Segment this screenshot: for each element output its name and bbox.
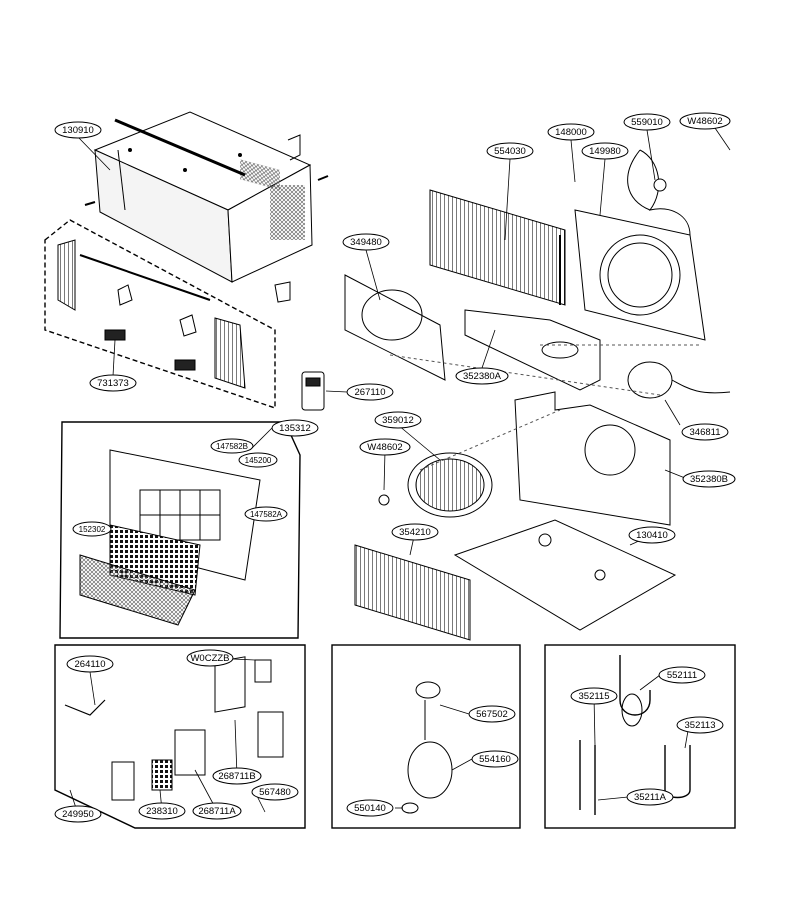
filter-section — [59, 421, 301, 639]
svg-text:238310: 238310 — [146, 806, 178, 817]
callout-147582b: 147582B — [210, 438, 254, 454]
svg-text:249950: 249950 — [62, 809, 94, 820]
callout-359012: 359012 — [374, 411, 422, 429]
callout-268711a: 268711A — [192, 802, 242, 820]
callout-35211a: 35211A — [626, 788, 674, 806]
callout-352380a: 352380A — [455, 367, 509, 385]
callout-149980: 149980 — [581, 142, 629, 160]
electrical-section — [54, 644, 306, 829]
svg-text:268711B: 268711B — [218, 771, 255, 782]
svg-text:550140: 550140 — [354, 803, 386, 814]
cabinet-part — [84, 111, 329, 303]
svg-text:147582B: 147582B — [216, 442, 248, 451]
callout-731373: 731373 — [89, 374, 137, 392]
drain-pan — [464, 309, 601, 391]
svg-text:554160: 554160 — [479, 754, 511, 765]
svg-text:352113: 352113 — [685, 720, 716, 731]
evaporator-coil — [429, 189, 566, 306]
assembly-lines — [389, 344, 700, 471]
remote-control — [301, 371, 325, 411]
callout-152302: 152302 — [72, 521, 112, 537]
svg-text:145200: 145200 — [245, 456, 272, 465]
svg-text:W0CZZB: W0CZZB — [190, 653, 229, 664]
svg-text:264110: 264110 — [75, 659, 106, 670]
svg-text:731373: 731373 — [97, 378, 129, 389]
callout-148000: 148000 — [547, 123, 595, 141]
callout-552111: 552111 — [658, 666, 706, 684]
callout-264110: 264110 — [66, 655, 114, 673]
svg-text:147582A: 147582A — [250, 510, 283, 519]
callout-130410: 130410 — [628, 526, 676, 544]
callout-147582a: 147582A — [244, 506, 288, 522]
callout-w48602-mid: W48602 — [359, 438, 411, 456]
callout-550140: 550140 — [346, 799, 394, 817]
condenser-coil — [354, 544, 471, 641]
callout-267110: 267110 — [346, 383, 394, 401]
svg-text:267110: 267110 — [355, 387, 386, 398]
callout-352115: 352115 — [570, 687, 618, 705]
callout-249950: 249950 — [54, 805, 102, 823]
blower-wheel — [378, 452, 493, 518]
callout-554160: 554160 — [471, 750, 519, 768]
callout-352380b: 352380B — [682, 470, 736, 488]
callout-567480: 567480 — [251, 783, 299, 801]
callout-w0czzb: W0CZZB — [186, 649, 234, 667]
callout-352113: 352113 — [676, 716, 724, 734]
svg-text:268711A: 268711A — [198, 806, 236, 817]
base-plate — [453, 519, 677, 631]
svg-text:354210: 354210 — [399, 527, 431, 538]
svg-text:559010: 559010 — [631, 117, 663, 128]
svg-text:152302: 152302 — [79, 525, 106, 534]
fan-shroud — [574, 149, 706, 341]
callout-238310: 238310 — [138, 802, 186, 820]
callout-w48602-top: W48602 — [679, 112, 731, 130]
svg-text:567502: 567502 — [476, 709, 508, 720]
fan-motor — [627, 361, 731, 399]
callout-559010: 559010 — [623, 113, 671, 131]
callout-349480: 349480 — [342, 233, 390, 251]
svg-text:349480: 349480 — [350, 237, 382, 248]
svg-text:149980: 149980 — [589, 146, 621, 157]
svg-text:W48602: W48602 — [687, 116, 722, 127]
svg-text:135312: 135312 — [279, 423, 311, 434]
svg-text:352380B: 352380B — [690, 474, 728, 485]
svg-text:130910: 130910 — [62, 125, 94, 136]
svg-text:35211A: 35211A — [634, 792, 667, 803]
callout-354210: 354210 — [391, 523, 439, 541]
callout-268711b: 268711B — [212, 767, 262, 785]
svg-text:148000: 148000 — [555, 127, 587, 138]
callout-145200: 145200 — [238, 452, 278, 468]
svg-text:567480: 567480 — [259, 787, 291, 798]
svg-text:552111: 552111 — [667, 670, 697, 681]
svg-text:352115: 352115 — [579, 691, 610, 702]
front-frame-assembly — [44, 219, 276, 409]
callout-135312: 135312 — [271, 419, 319, 437]
svg-text:359012: 359012 — [382, 415, 414, 426]
svg-text:W48602: W48602 — [367, 442, 402, 453]
scroll-housing — [514, 391, 671, 526]
svg-text:346811: 346811 — [690, 427, 721, 438]
callout-346811: 346811 — [681, 423, 729, 441]
svg-text:130410: 130410 — [636, 530, 668, 541]
callout-567502: 567502 — [468, 705, 516, 723]
partition-plate — [344, 274, 446, 381]
tubing-section — [544, 644, 736, 829]
callout-130910: 130910 — [54, 121, 102, 139]
svg-text:554030: 554030 — [494, 146, 526, 157]
svg-text:352380A: 352380A — [463, 371, 502, 382]
callout-554030: 554030 — [486, 142, 534, 160]
